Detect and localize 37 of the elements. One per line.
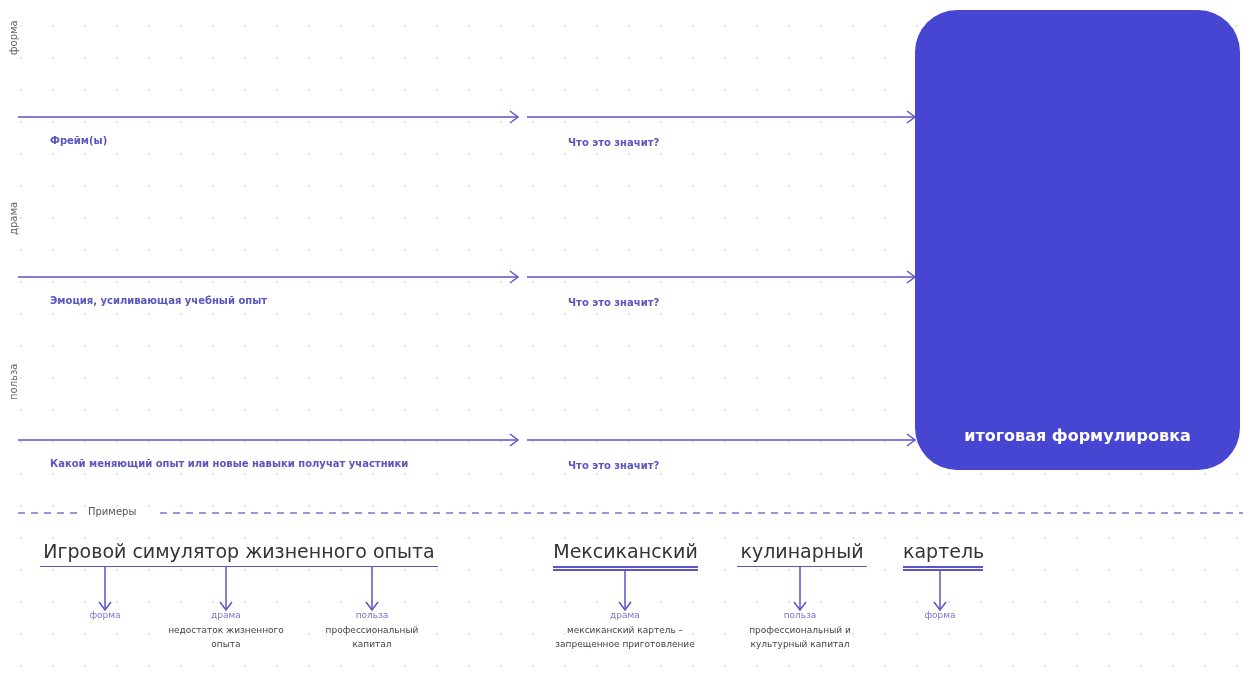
row-label: форма — [8, 20, 19, 55]
question-text: Что это значит? — [568, 137, 660, 148]
example-title: Игровой симулятор жизненного опыта — [40, 540, 438, 567]
arrow — [219, 566, 233, 611]
result-card: итоговая формулировка — [915, 10, 1240, 470]
example-title: Мексиканский — [553, 540, 698, 571]
row-label: драма — [8, 201, 19, 235]
arrow — [98, 566, 112, 611]
arrow — [365, 566, 379, 611]
arrow — [793, 566, 807, 611]
example-note: профессиональный капитал — [324, 624, 420, 651]
arrow — [17, 433, 519, 447]
arrow — [17, 270, 519, 284]
category-text: польза — [782, 610, 818, 620]
category-text: драма — [609, 610, 641, 620]
category-text: форма — [88, 610, 122, 620]
category-text: драма — [210, 610, 242, 620]
example-note: профессиональный и культурный капитал — [748, 624, 852, 651]
arrow — [17, 110, 519, 124]
prompt-text: Эмоция, усиливающая учебный опыт — [50, 295, 267, 306]
prompt-text: Фрейм(ы) — [50, 135, 108, 146]
arrow — [933, 570, 947, 611]
example-title: кулинарный — [737, 540, 867, 567]
question-text: Что это значит? — [568, 460, 660, 471]
arrow — [526, 433, 916, 447]
example-note: мексиканский картель – запрещенное приготовление — [554, 624, 696, 651]
question-text: Что это значит? — [568, 297, 660, 308]
example-note: недостаток жизненного опыта — [167, 624, 285, 651]
category-text: польза — [354, 610, 390, 620]
arrow — [526, 110, 916, 124]
prompt-text: Какой меняющий опыт или новые навыки получат участники — [50, 458, 409, 469]
arrow — [526, 270, 916, 284]
section-label: Примеры — [88, 506, 137, 517]
row-label: польза — [8, 363, 19, 400]
category-text: форма — [923, 610, 957, 620]
arrow — [618, 570, 632, 611]
example-title: картель — [903, 540, 983, 571]
